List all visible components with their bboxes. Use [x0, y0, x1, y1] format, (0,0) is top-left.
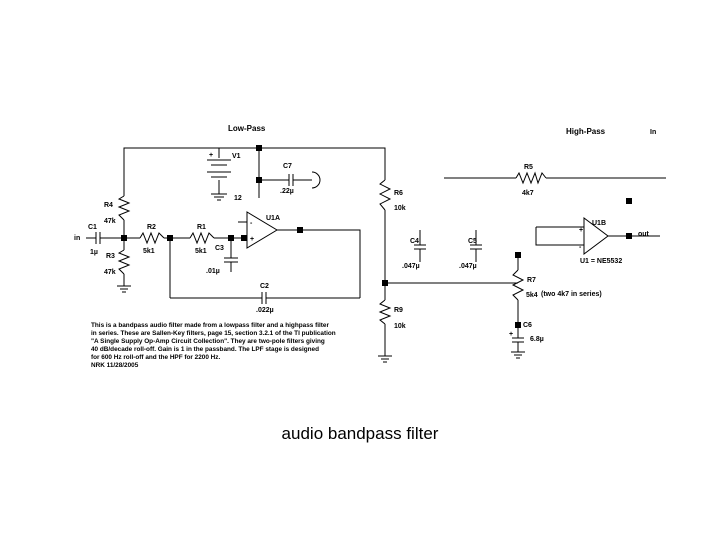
u1a-name: U1A — [266, 215, 280, 222]
note-line: This is a bandpass audio filter made fro… — [91, 322, 329, 329]
u1b-opamp-symbol: + - — [579, 217, 609, 255]
svg-text:+: + — [209, 152, 213, 159]
u1a-opamp-symbol: - + — [246, 211, 312, 249]
note-line: for 600 Hz roll-off and the HPF for 2200… — [91, 354, 220, 361]
c1-capacitor-symbol — [95, 232, 101, 244]
u1b-name: U1B — [592, 220, 606, 227]
r7-resistor-symbol — [511, 269, 525, 301]
u1b-part: U1 = NE5532 — [580, 258, 622, 265]
c4-name: C4 — [410, 238, 419, 245]
c5-name: C5 — [468, 238, 477, 245]
note-line: "A Single Supply Op-Amp Circuit Collecti… — [91, 338, 325, 345]
c2-name: C2 — [260, 283, 269, 290]
svg-text:-: - — [250, 220, 253, 227]
c5-value: .047µ — [459, 263, 477, 270]
c7-name: C7 — [283, 163, 292, 170]
c3-value: .01µ — [206, 268, 220, 275]
r4-resistor-symbol — [117, 195, 131, 221]
description-notes: This is a bandpass audio filter made fro… — [91, 322, 336, 369]
c6-name: C6 — [523, 322, 532, 329]
r9-name: R9 — [394, 307, 403, 314]
c2-capacitor-symbol — [261, 292, 267, 304]
note-line: in series. These are Sallen-Key filters,… — [91, 330, 336, 337]
r1-value: 5k1 — [195, 248, 207, 255]
svg-text:+: + — [250, 236, 254, 243]
r3-resistor-symbol — [117, 249, 131, 275]
r3-name: R3 — [106, 253, 115, 260]
svg-text:+: + — [579, 227, 583, 234]
note-line: NRK 11/28/2005 — [91, 362, 139, 369]
c1-value: 1µ — [90, 249, 98, 256]
c6-value: 6.8µ — [530, 336, 544, 343]
r4-name: R4 — [104, 202, 113, 209]
r5-resistor-symbol — [515, 171, 547, 185]
input-label: in — [74, 235, 80, 242]
c1-name: C1 — [88, 224, 97, 231]
v1-name: V1 — [232, 153, 241, 160]
c7-capacitor-symbol — [288, 174, 294, 186]
r3-value: 47k — [104, 269, 116, 276]
note-line: 40 dB/decade roll-off. Gain is 1 in the … — [91, 346, 319, 353]
diagram-caption: audio bandpass filter — [281, 424, 439, 443]
c4-value: .047µ — [402, 263, 420, 270]
r7-note: (two 4k7 in series) — [541, 291, 602, 298]
r7-name: R7 — [527, 277, 536, 284]
r7-value: 5k4 — [526, 292, 538, 299]
high-pass-wires: + — [444, 177, 666, 359]
v1-battery-symbol: + — [207, 152, 231, 178]
r6-name: R6 — [394, 190, 403, 197]
r6-value: 10k — [394, 205, 406, 212]
r1-name: R1 — [197, 224, 206, 231]
svg-text:+: + — [509, 331, 513, 338]
output-label: out — [638, 231, 650, 238]
v1-value: 12 — [234, 195, 242, 202]
r2-name: R2 — [147, 224, 156, 231]
high-pass-title: High-Pass — [566, 127, 606, 136]
r2-value: 5k1 — [143, 248, 155, 255]
r4-value: 47k — [104, 218, 116, 225]
c2-value: .022µ — [256, 307, 274, 314]
r9-value: 10k — [394, 323, 406, 330]
junction-dots — [121, 145, 632, 328]
r6-resistor-symbol — [378, 179, 392, 211]
c7-value: .22µ — [280, 188, 294, 195]
low-pass-title: Low-Pass — [228, 124, 266, 133]
top-right-label: In — [650, 129, 656, 136]
c3-name: C3 — [215, 245, 224, 252]
r1-resistor-symbol — [189, 231, 215, 245]
r5-name: R5 — [524, 164, 533, 171]
svg-text:-: - — [579, 244, 582, 251]
r9-resistor-symbol — [378, 299, 392, 325]
r5-value: 4k7 — [522, 190, 534, 197]
r2-resistor-symbol — [139, 231, 165, 245]
